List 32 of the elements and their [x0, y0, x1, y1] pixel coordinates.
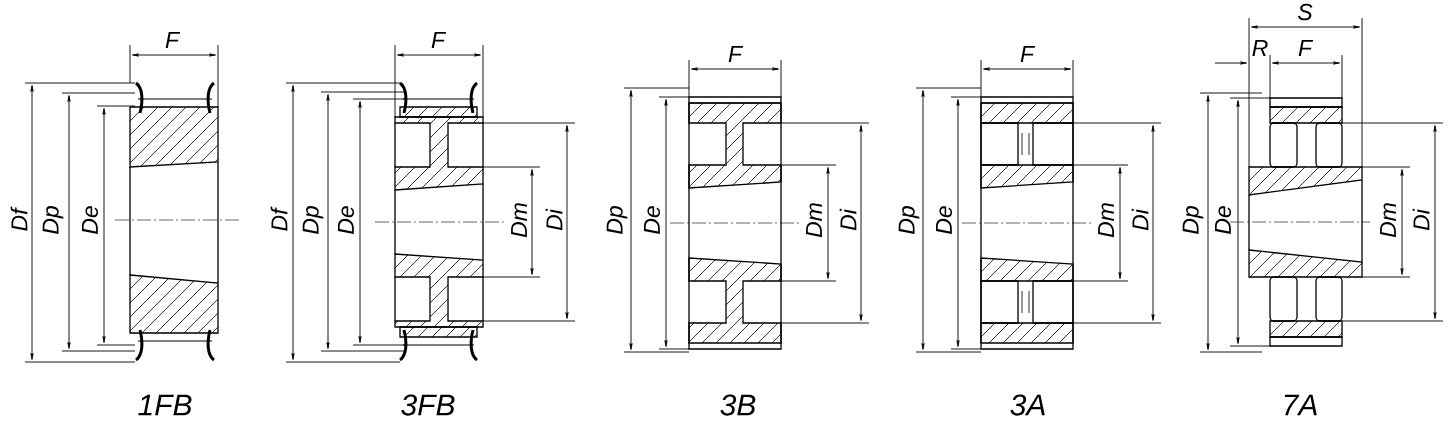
- dimension-label: De: [644, 206, 661, 234]
- dimension-label: Dm: [511, 203, 527, 238]
- dimension-label: De: [936, 206, 953, 234]
- dimension-label: Dp: [42, 206, 64, 234]
- dimension-label: Dm: [1380, 203, 1396, 238]
- dimension-label: F: [165, 32, 181, 48]
- dimension-label: F: [1298, 40, 1314, 56]
- dimension-label: Df: [10, 206, 28, 231]
- dimension-label: Di: [1412, 208, 1430, 231]
- dimension-label: Di: [545, 208, 563, 231]
- type-label: 3A: [1010, 394, 1045, 416]
- dimension-label: Di: [839, 208, 857, 231]
- type-label: 1FB: [138, 394, 192, 416]
- dimension-label: De: [1215, 206, 1232, 234]
- dimension-label: F: [728, 46, 744, 62]
- dimension-label: R: [1252, 40, 1268, 56]
- dimension-label: De: [82, 206, 98, 234]
- type-label: 7A: [1284, 394, 1317, 416]
- dimension-label: Di: [1131, 208, 1149, 231]
- type-label: 3FB: [401, 394, 455, 416]
- dimension-label: S: [1298, 3, 1313, 21]
- dimension-label: Dp: [606, 206, 628, 234]
- dimension-label: F: [431, 32, 447, 48]
- dimension-label: Dp: [1182, 206, 1204, 234]
- dimension-label: Dp: [302, 206, 324, 234]
- dimension-label: Dp: [898, 206, 920, 234]
- dimension-label: F: [1020, 46, 1036, 62]
- dimension-label: Dm: [1098, 203, 1114, 238]
- dimension-label: Dm: [806, 203, 822, 238]
- type-label: 3B: [720, 394, 756, 416]
- dimension-label: Df: [270, 206, 288, 231]
- dimension-label: De: [338, 206, 354, 234]
